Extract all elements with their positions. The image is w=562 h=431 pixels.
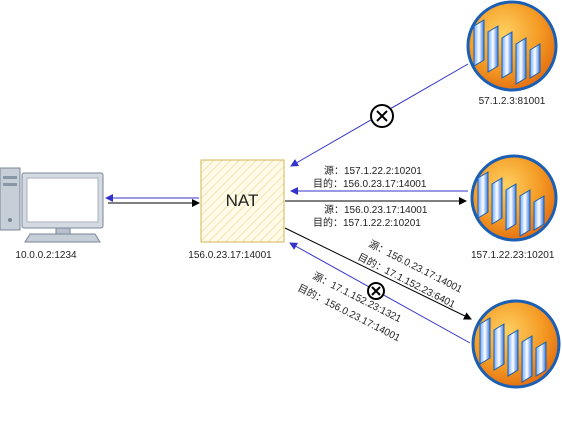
nat-label: NAT bbox=[226, 191, 259, 210]
server-rack-icon bbox=[470, 154, 558, 242]
server-rack-icon bbox=[466, 0, 558, 92]
server-rack-icon bbox=[471, 299, 561, 389]
mid-inbound-dst-label: 目的：156.0.23.17:14001 bbox=[313, 177, 427, 190]
desktop-computer-icon bbox=[0, 167, 104, 243]
mid-outbound-src-label: 源：156.0.23.17:14001 bbox=[324, 203, 428, 216]
mid-inbound-src-label: 源：157.1.22.2:10201 bbox=[324, 164, 422, 177]
server-middle-address-label: 157.1.22.23:10201 bbox=[471, 250, 555, 261]
nat-address-label: 156.0.23.17:14001 bbox=[188, 250, 272, 261]
blocked-x-icon bbox=[367, 282, 385, 300]
outbound-bottom-arrow bbox=[284, 227, 472, 320]
blocked-x-icon bbox=[370, 104, 394, 128]
nat-device: NAT bbox=[200, 159, 285, 243]
mid-outbound-dst-label: 目的：157.1.22.2:10201 bbox=[313, 216, 421, 229]
client-address-label: 10.0.0.2:1234 bbox=[15, 250, 77, 261]
server-top-address-label: 57.1.2.3:81001 bbox=[479, 96, 546, 107]
